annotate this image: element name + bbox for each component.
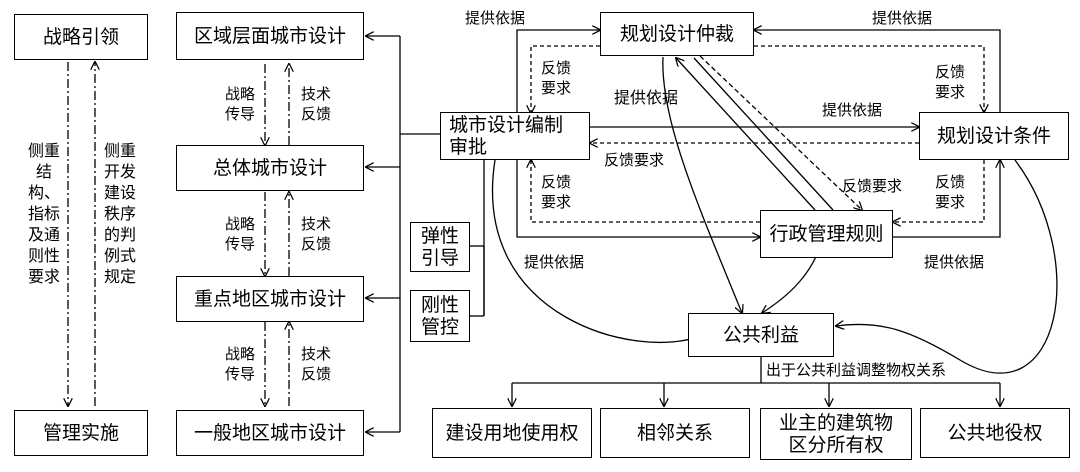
right-label: 公共地役权 xyxy=(947,422,1043,444)
basis-label: 提供依据 xyxy=(614,88,679,107)
strategy-lead-box: 战略引领 xyxy=(14,14,148,60)
level-box-overall: 总体城市设计 xyxy=(176,145,364,191)
level-box-regional: 区域层面城市设计 xyxy=(176,12,364,60)
strategy-transmission-label: 战略 传导 xyxy=(224,215,255,253)
strategy-transmission-label: 战略 传导 xyxy=(224,85,255,123)
feedback-label: 反馈 要求 xyxy=(934,63,965,101)
management-implementation-label: 管理实施 xyxy=(42,422,119,444)
public-interest-label: 公共利益 xyxy=(722,324,799,346)
basis-label: 提供依据 xyxy=(465,9,526,27)
technical-feedback-label: 技术 反馈 xyxy=(300,215,331,253)
technical-feedback-label: 技术 反馈 xyxy=(300,85,331,123)
flexible-guidance-label: 弹性 引导 xyxy=(420,225,459,269)
basis-label: 提供依据 xyxy=(524,253,585,271)
feedback-label: 反馈要求 xyxy=(842,177,903,195)
right-label: 相邻关系 xyxy=(636,422,713,444)
feedback-label: 反馈 要求 xyxy=(934,173,965,211)
strategy-lead-label: 战略引领 xyxy=(42,26,119,48)
design-approval-label: 城市设计编制 审批 xyxy=(449,114,564,158)
design-approval-box: 城市设计编制 审批 xyxy=(440,112,590,160)
level-label: 区域层面城市设计 xyxy=(193,25,346,47)
building-ownership-box: 业主的建筑物 区分所有权 xyxy=(760,408,912,460)
level-box-key-area: 重点地区城市设计 xyxy=(176,276,364,322)
basis-label: 提供依据 xyxy=(924,253,985,271)
neighbor-relation-box: 相邻关系 xyxy=(600,408,750,458)
right-label: 业主的建筑物 区分所有权 xyxy=(778,412,893,456)
admin-rules-label: 行政管理规则 xyxy=(769,223,884,245)
planning-conditions-label: 规划设计条件 xyxy=(936,125,1051,147)
rigid-control-box: 刚性 管控 xyxy=(410,290,470,342)
feedback-label: 反馈要求 xyxy=(604,151,665,169)
structure-focus-note: 侧重 结构、 指标 及通 则性 要求 xyxy=(27,141,60,286)
feedback-label: 反馈 要求 xyxy=(540,59,571,97)
level-label: 重点地区城市设计 xyxy=(193,288,346,310)
public-interest-box: 公共利益 xyxy=(688,313,834,357)
flexible-guidance-box: 弹性 引导 xyxy=(410,222,470,272)
technical-feedback-label: 技术 反馈 xyxy=(300,345,331,383)
admin-rules-box: 行政管理规则 xyxy=(760,210,893,258)
level-box-general-area: 一般地区城市设计 xyxy=(176,410,364,456)
feedback-label: 反馈 要求 xyxy=(540,173,571,211)
basis-label: 提供依据 xyxy=(872,9,933,27)
rigid-control-label: 刚性 管控 xyxy=(420,294,459,338)
adjust-property-label: 出于公共利益调整物权关系 xyxy=(766,361,947,379)
strategy-transmission-label: 战略 传导 xyxy=(224,345,255,383)
arbitration-box: 规划设计仲裁 xyxy=(600,12,754,56)
arbitration-label: 规划设计仲裁 xyxy=(619,23,734,45)
planning-conditions-box: 规划设计条件 xyxy=(919,112,1069,160)
right-label: 建设用地使用权 xyxy=(445,422,579,444)
land-use-right-box: 建设用地使用权 xyxy=(432,408,592,458)
basis-label: 提供依据 xyxy=(822,101,883,119)
development-focus-note: 侧重 开发 建设 秩序 的判 例式 规定 xyxy=(103,141,136,286)
level-label: 一般地区城市设计 xyxy=(193,422,346,444)
public-easement-box: 公共地役权 xyxy=(920,408,1070,458)
level-label: 总体城市设计 xyxy=(212,157,327,179)
management-implementation-box: 管理实施 xyxy=(14,410,148,456)
